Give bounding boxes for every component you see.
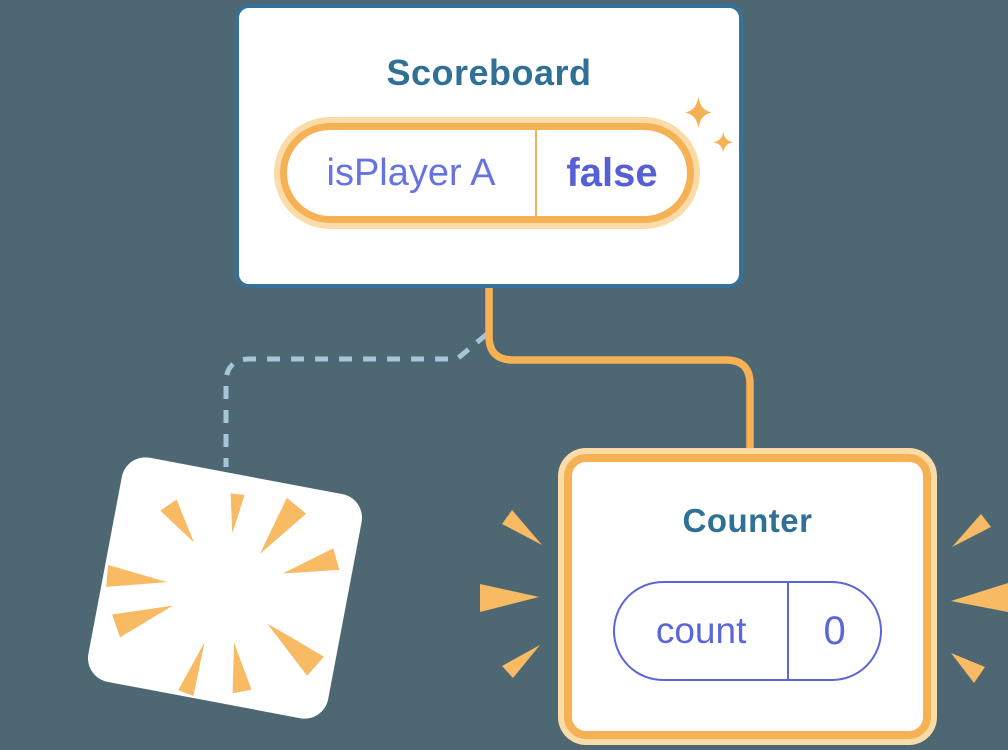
- counter-title: Counter: [682, 502, 813, 539]
- scoreboard-component-card: Scoreboard isPlayer A false: [235, 4, 743, 288]
- counter-state-value: 0: [823, 608, 846, 653]
- sparkles-icon: [685, 96, 734, 153]
- burst-marks-left-icon: [480, 510, 542, 678]
- counter-component-card: Counter count 0: [564, 454, 931, 739]
- counter-state-pill: count 0: [613, 581, 882, 681]
- removed-component-card: [83, 453, 367, 723]
- counter-connector-line: [485, 286, 754, 456]
- removed-connector-dashed-line: [223, 332, 489, 467]
- pill-divider: [787, 583, 790, 679]
- burst-marks-right-icon: [951, 514, 1008, 683]
- poof-burst-icon: [106, 493, 340, 697]
- scoreboard-state-value: false: [566, 150, 658, 195]
- scoreboard-title: Scoreboard: [386, 52, 592, 93]
- scoreboard-state-label: isPlayer A: [326, 151, 496, 194]
- scoreboard-state-pill: isPlayer A false: [280, 123, 694, 223]
- counter-state-label: count: [655, 610, 747, 651]
- pill-divider: [535, 130, 537, 216]
